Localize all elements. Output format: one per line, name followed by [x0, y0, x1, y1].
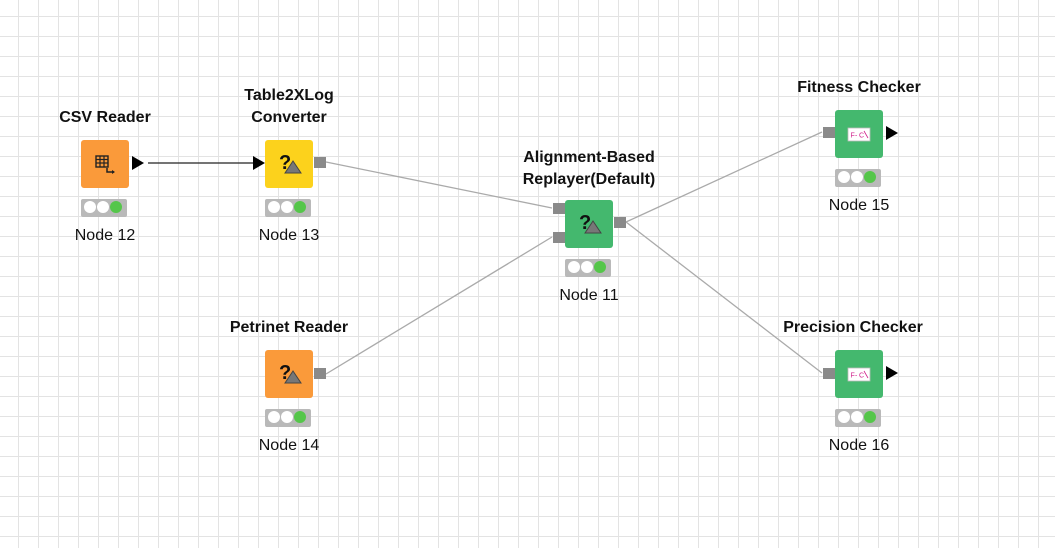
node-precision-checker[interactable]: Precision Checker F - C Node 16	[783, 317, 923, 477]
input-port-1[interactable]	[553, 203, 565, 214]
connection-n14-n11[interactable]	[325, 236, 553, 375]
output-port[interactable]	[132, 156, 144, 170]
connection-n11-n15[interactable]	[625, 131, 823, 223]
node-icon-box[interactable]: F - C	[835, 350, 883, 398]
node-label[interactable]: Node 11	[559, 287, 619, 304]
node-title: Petrinet Reader	[229, 319, 349, 336]
status-traffic-light	[565, 259, 611, 277]
status-traffic-light	[81, 199, 127, 217]
output-port[interactable]	[886, 366, 898, 380]
node-title-line-2: Replayer(Default)	[522, 171, 656, 188]
connection-n13-n11[interactable]	[325, 161, 553, 209]
flow-variable-icon: F - C	[847, 367, 871, 382]
node-title-line-2: Converter	[251, 109, 327, 126]
status-traffic-light	[835, 169, 881, 187]
node-title: Alignment-Based	[523, 149, 655, 166]
input-port[interactable]	[823, 127, 835, 138]
svg-text:C: C	[859, 373, 864, 380]
unknown-node-icon: ?	[579, 212, 602, 234]
svg-text:F: F	[851, 373, 855, 380]
node-icon-box[interactable]: ?	[565, 200, 613, 248]
node-petrinet-reader[interactable]: Petrinet Reader ? Node 14	[219, 317, 359, 477]
flow-variable-icon: F - C	[847, 127, 871, 142]
status-traffic-light	[265, 409, 311, 427]
status-traffic-light	[265, 199, 311, 217]
svg-text:F: F	[851, 133, 855, 140]
input-port-2[interactable]	[553, 232, 565, 243]
node-icon-box[interactable]: ?	[265, 350, 313, 398]
node-label[interactable]: Node 16	[828, 437, 890, 454]
node-icon-box[interactable]: ?	[265, 140, 313, 188]
node-table2xlog-converter[interactable]: Table2XLog Converter ? Node 13	[219, 85, 359, 245]
svg-text:-: -	[855, 133, 858, 140]
node-label[interactable]: Node 13	[258, 227, 320, 244]
svg-text:-: -	[855, 373, 858, 380]
node-icon-box[interactable]: F - C	[835, 110, 883, 158]
unknown-node-icon: ?	[279, 362, 302, 384]
node-title: Table2XLog	[244, 87, 334, 104]
node-label[interactable]: Node 14	[258, 437, 320, 454]
unknown-node-icon: ?	[279, 152, 302, 174]
input-port[interactable]	[253, 156, 265, 170]
node-csv-reader[interactable]: CSV Reader Node 12	[35, 107, 175, 267]
output-port[interactable]	[314, 157, 326, 168]
node-title: CSV Reader	[59, 109, 151, 126]
node-title: Fitness Checker	[797, 79, 921, 96]
svg-text:C: C	[859, 133, 864, 140]
connection-n11-n16[interactable]	[625, 221, 823, 374]
node-icon-box[interactable]	[81, 140, 129, 188]
table-reader-icon	[95, 155, 115, 174]
node-label[interactable]: Node 12	[74, 227, 136, 244]
status-traffic-light	[835, 409, 881, 427]
node-label[interactable]: Node 15	[828, 197, 890, 214]
output-port[interactable]	[314, 368, 326, 379]
output-port[interactable]	[614, 217, 626, 228]
output-port[interactable]	[886, 126, 898, 140]
input-port[interactable]	[823, 368, 835, 379]
node-alignment-based-replayer[interactable]: Alignment-Based Replayer(Default) ? Node…	[519, 145, 659, 305]
node-title: Precision Checker	[783, 319, 923, 336]
node-fitness-checker[interactable]: Fitness Checker F - C Node 15	[789, 77, 929, 237]
